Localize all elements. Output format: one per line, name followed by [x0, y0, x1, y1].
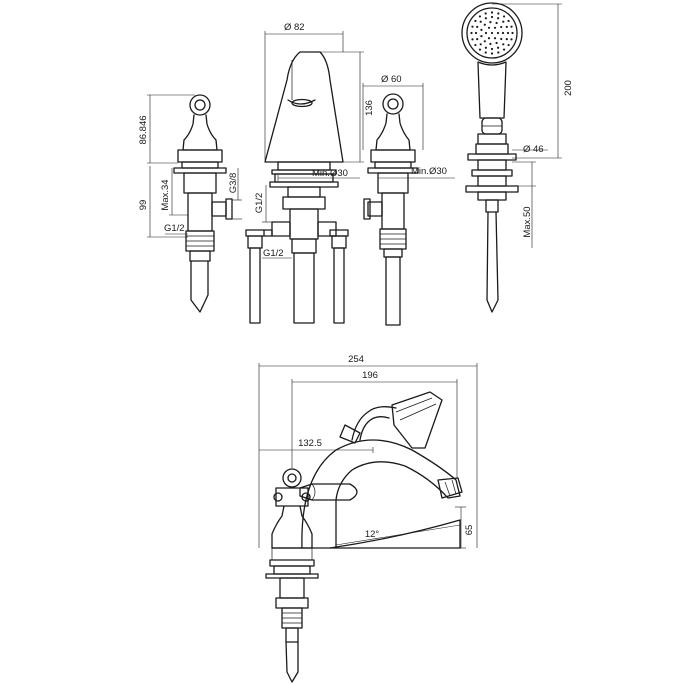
nozzle-dot: [497, 46, 500, 49]
nozzle-dot: [506, 31, 510, 35]
nozzle-dot: [476, 25, 479, 28]
nozzle-dot: [479, 43, 482, 46]
dim-center-offset: 132.5: [298, 438, 322, 449]
nozzle-dot: [502, 20, 505, 23]
nozzle-dot: [495, 41, 498, 45]
nozzle-dot: [487, 37, 491, 40]
nozzle-dot: [484, 46, 487, 49]
nozzle-dot: [500, 25, 503, 29]
nozzle-dot: [493, 37, 497, 40]
nozzle-dot: [510, 38, 513, 41]
nozzle-dot: [502, 48, 506, 51]
nozzle-dot: [493, 26, 497, 29]
nozzle-dot: [510, 25, 513, 28]
nozzle-dot: [511, 31, 514, 35]
nozzle-dot: [505, 25, 508, 28]
nozzle-dot: [497, 17, 500, 20]
dim-max-34: Max.34: [160, 179, 171, 210]
nozzle-dot: [496, 31, 500, 35]
nozzle-dot: [471, 25, 474, 28]
dim-g12-left: G1/2: [164, 223, 185, 234]
dim-g12-spout-horiz: G1/2: [263, 248, 284, 259]
nozzle-dot: [484, 31, 488, 35]
dim-outlet-height: 65: [464, 525, 475, 536]
nozzle-dot: [490, 31, 494, 35]
nozzle-dot: [489, 42, 492, 45]
nozzle-dot: [478, 48, 482, 51]
nozzle-dot: [474, 31, 478, 35]
nozzle-dot: [502, 15, 506, 18]
nozzle-dot: [507, 19, 510, 23]
nozzle-dot: [495, 21, 498, 25]
nozzle-dot: [470, 31, 473, 35]
nozzle-dot: [484, 51, 487, 54]
dim-shower-diameter: Ø 46: [523, 144, 544, 155]
nozzle-dot: [471, 38, 474, 41]
dim-spout-reach: 196: [362, 370, 378, 381]
nozzle-dot: [474, 19, 477, 23]
nozzle-dot: [501, 31, 505, 35]
dim-shower-height: 200: [563, 80, 574, 96]
dim-min30-spout: Min.Ø30: [312, 168, 348, 179]
dim-spout-height: 136: [364, 100, 375, 116]
dim-max-50: Max.50: [522, 206, 533, 237]
dim-handle-diameter: Ø 60: [381, 74, 402, 85]
nozzle-dot: [502, 43, 505, 46]
shower-nozzles: [470, 11, 514, 55]
nozzle-dot: [490, 11, 494, 14]
diverter-valve-view: [147, 94, 242, 313]
dim-handle-height: 86.846: [138, 115, 149, 144]
nozzle-dot: [483, 23, 486, 26]
dim-g38: G3/8: [228, 173, 239, 194]
dim-spout-diameter: Ø 82: [284, 22, 305, 33]
dim-overall-width: 254: [348, 354, 364, 365]
dim-tail-height: 99: [138, 200, 149, 211]
dim-g12-spout-vert: G1/2: [254, 193, 265, 214]
handle-valve-view: [362, 83, 455, 326]
nozzle-dot: [507, 43, 510, 47]
hand-shower-view: [461, 2, 562, 313]
dim-min30-handle: Min.Ø30: [411, 166, 447, 177]
nozzle-dot: [487, 26, 491, 29]
nozzle-dot: [484, 17, 487, 20]
nozzle-dot: [484, 12, 487, 15]
nozzle-dot: [497, 12, 500, 15]
nozzle-dot: [490, 47, 494, 51]
spout-view: [245, 31, 364, 324]
nozzle-dot: [474, 43, 477, 47]
nozzle-dot: [478, 15, 482, 18]
nozzle-dot: [480, 28, 483, 31]
nozzle-dot: [476, 38, 479, 41]
nozzle-dot: [490, 52, 494, 55]
nozzle-dot: [480, 35, 483, 38]
nozzle-dot: [500, 37, 503, 41]
side-elevation-view: [258, 363, 478, 683]
nozzle-dot: [489, 21, 492, 24]
nozzle-dot: [479, 20, 482, 23]
nozzle-dot: [483, 40, 486, 43]
nozzle-dot: [490, 15, 494, 19]
nozzle-dot: [497, 51, 500, 54]
dim-angle: 12°: [365, 529, 380, 540]
nozzle-dot: [505, 38, 508, 41]
